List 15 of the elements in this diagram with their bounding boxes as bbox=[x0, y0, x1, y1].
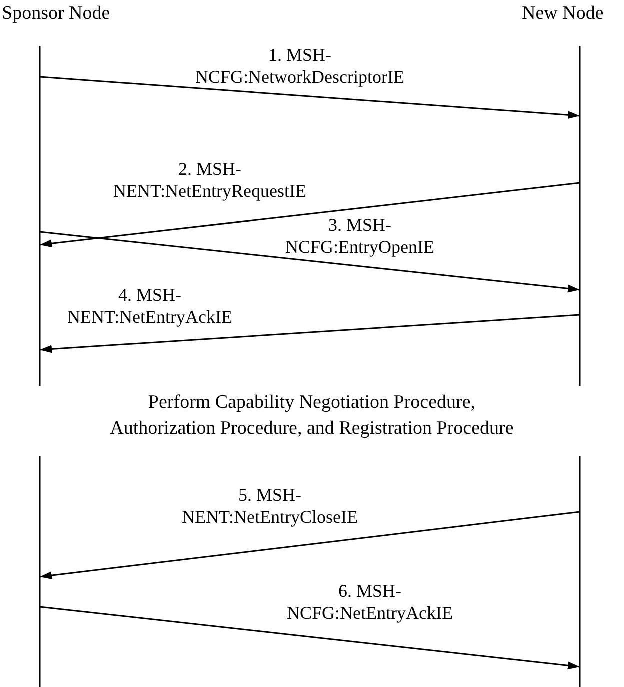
message-arrow bbox=[40, 231, 580, 293]
edge-label: 6. MSH- NCFG:NetEntryAckIE bbox=[286, 580, 454, 624]
message-arrow bbox=[40, 314, 580, 354]
edge-label: 1. MSH- NCFG:NetworkDescriptorIE bbox=[194, 44, 406, 88]
message-arrow bbox=[40, 182, 580, 248]
lifeline-header: Sponsor Node bbox=[2, 2, 110, 26]
lifeline-header: New Node bbox=[522, 2, 604, 26]
message-arrow bbox=[40, 76, 580, 120]
message-arrow bbox=[40, 606, 580, 670]
procedure-note: Perform Capability Negotiation Procedure, Authorization Procedure, and Registration Procedure bbox=[109, 391, 515, 441]
edge-label: 4. MSH- NENT:NetEntryAckIE bbox=[66, 284, 234, 328]
edge-label: 3. MSH- NCFG:EntryOpenIE bbox=[284, 214, 436, 258]
edge-label: 5. MSH- NENT:NetEntryCloseIE bbox=[180, 484, 360, 528]
edge-label: 2. MSH- NENT:NetEntryRequestIE bbox=[112, 158, 308, 202]
message-arrow bbox=[40, 511, 580, 580]
